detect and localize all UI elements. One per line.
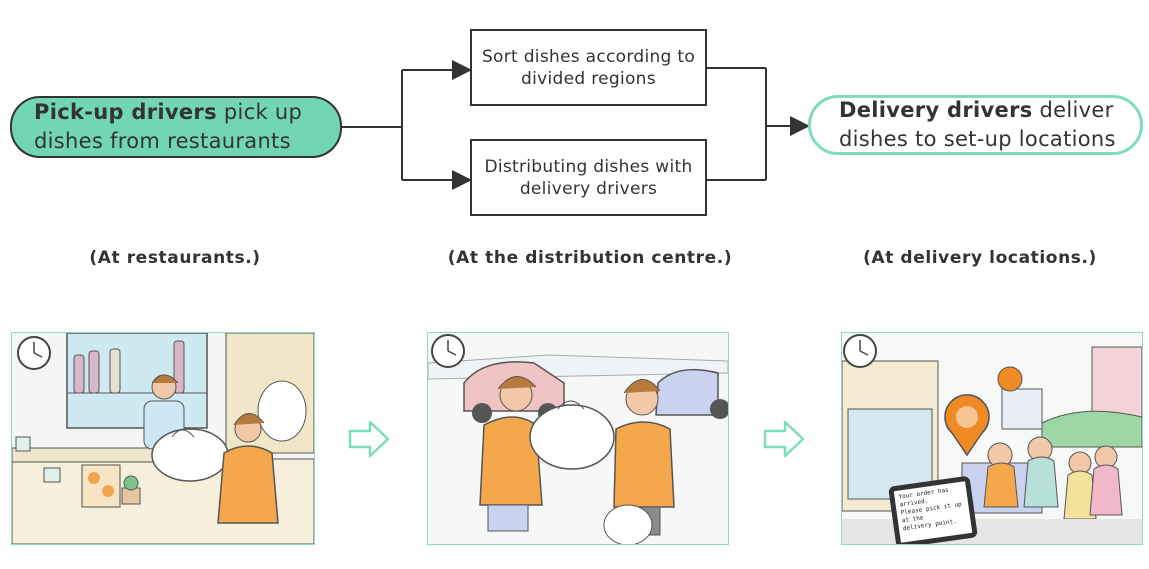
sort-line2: divided regions — [521, 68, 656, 89]
tablet-screen: Your order has arrived. Please pick it u… — [888, 475, 978, 544]
illustration-distribution — [427, 332, 729, 545]
illustration-restaurant — [11, 332, 315, 545]
sort-line1: Sort dishes according to — [481, 46, 696, 67]
next-arrow-icon — [763, 420, 805, 458]
caption-distribution: (At the distribution centre.) — [447, 248, 733, 268]
step-distribute-dishes: Distributing dishes with delivery driver… — [470, 139, 707, 216]
caption-restaurants: (At restaurants.) — [89, 248, 261, 268]
clock-icon — [17, 336, 51, 370]
pickup-rest: pick up — [216, 100, 303, 124]
clock-icon — [431, 334, 465, 368]
caption-delivery: (At delivery locations.) — [863, 248, 1097, 268]
pickup-bold: Pick-up drivers — [34, 100, 217, 124]
step-sort-dishes: Sort dishes according to divided regions — [470, 29, 707, 106]
bag-icon — [529, 400, 653, 544]
delivery-line2: dishes to set-up locations — [839, 127, 1116, 151]
step-delivery-drivers: Delivery drivers deliver dishes to set-u… — [808, 95, 1143, 155]
dist-line2: delivery drivers — [519, 178, 658, 199]
bottles-icon — [73, 340, 185, 394]
clock-icon — [843, 334, 877, 368]
delivery-rest: deliver — [1032, 98, 1114, 122]
illustration-delivery: Your order has arrived. Please pick it u… — [841, 332, 1143, 545]
pickup-line2: dishes from restaurants — [34, 129, 291, 153]
next-arrow-icon — [348, 420, 390, 458]
delivery-bold: Delivery drivers — [839, 98, 1033, 122]
location-pin-icon — [944, 366, 1023, 457]
dist-line1: Distributing dishes with — [484, 156, 693, 177]
step-pickup-drivers: Pick-up drivers pick up dishes from rest… — [10, 96, 342, 158]
flow-connectors — [342, 60, 810, 190]
